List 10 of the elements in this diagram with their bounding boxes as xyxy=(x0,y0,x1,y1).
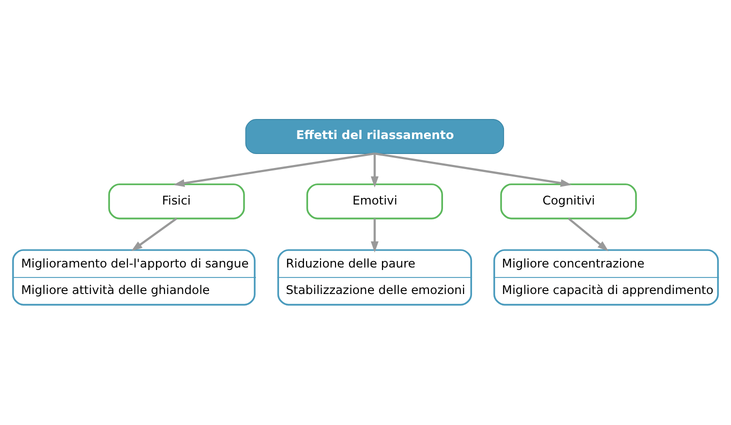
arrow xyxy=(370,218,379,252)
arrow xyxy=(370,154,379,188)
node-box: Emotivi xyxy=(306,183,443,220)
node-box: Fisici xyxy=(108,183,245,220)
arrow xyxy=(131,218,178,252)
arrow xyxy=(374,152,572,187)
arrow xyxy=(568,218,609,252)
arrow xyxy=(173,152,375,187)
node-box: Cognitivi xyxy=(500,183,637,220)
node-box: Effetti del rilassamento xyxy=(245,118,504,154)
